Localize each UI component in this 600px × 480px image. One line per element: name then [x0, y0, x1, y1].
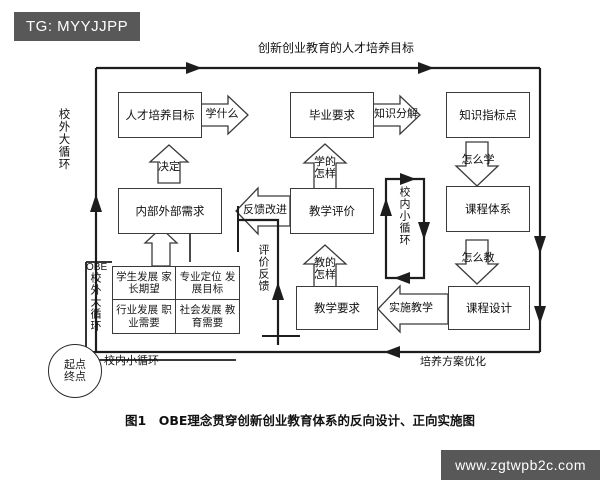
label-evaluation-feedback: 评价反馈	[257, 244, 270, 292]
box-knowledge-indicator-points[interactable]: 知识指标点	[446, 92, 530, 138]
diagram-top-title: 创新创业教育的人才培养目标	[258, 41, 415, 55]
box-course-design[interactable]: 课程设计	[448, 286, 530, 330]
arrow-label-how-to-teach: 怎么教	[461, 251, 495, 264]
obe-requirement-grid: 学生发展 家长期望 专业定位 发展目标 行业发展 职业需要 社会发展 教育需要	[112, 266, 240, 334]
obe-cell-student-development[interactable]: 学生发展 家长期望	[113, 267, 176, 300]
label-obe: OBE	[86, 262, 108, 273]
label-outer-big-loop-lower: 校外大循环	[89, 272, 102, 332]
box-teaching-requirement[interactable]: 教学要求	[296, 286, 378, 330]
obe-cell-major-positioning[interactable]: 专业定位 发展目标	[176, 267, 239, 300]
arrow-label-how-to-learn: 怎么学	[461, 153, 495, 166]
arrow-label-implement-teaching: 实施教学	[389, 301, 433, 314]
arrow-label-learn-what: 学什么	[205, 107, 239, 120]
start-end-node[interactable]: 起点 终点	[48, 344, 102, 398]
watermark-tag-bottom: www.zgtwpb2c.com	[441, 450, 600, 480]
label-cultivation-plan-optimization: 培养方案优化	[420, 355, 486, 368]
arrow-label-learn-how-well: 学的 怎样	[314, 155, 336, 181]
label-inner-small-loop-bottom: 校内小循环	[104, 354, 159, 367]
box-internal-external-needs[interactable]: 内部外部需求	[118, 188, 222, 234]
label-outer-big-loop: 校外大循环	[57, 108, 72, 171]
obe-cell-social-development[interactable]: 社会发展 教育需要	[179, 304, 236, 329]
arrow-label-feedback-improve: 反馈改进	[243, 203, 287, 216]
obe-cell-industry-development[interactable]: 行业发展 职业需要	[113, 300, 176, 333]
box-teaching-evaluation[interactable]: 教学评价	[290, 188, 374, 234]
box-talent-goal[interactable]: 人才培养目标	[118, 92, 202, 138]
figure-caption: 图1 OBE理念贯穿创新创业教育体系的反向设计、正向实施图	[125, 413, 475, 428]
label-inner-small-loop: 校内小循环	[398, 186, 411, 246]
watermark-tag-top: TG: MYYJJPP	[14, 12, 141, 41]
box-graduation-requirement[interactable]: 毕业要求	[290, 92, 374, 138]
box-course-system[interactable]: 课程体系	[446, 186, 530, 232]
arrow-label-teach-how-well: 教的 怎样	[314, 256, 336, 282]
arrow-label-knowledge-decompose: 知识分解	[374, 107, 418, 120]
arrow-label-decide: 决定	[158, 160, 180, 173]
